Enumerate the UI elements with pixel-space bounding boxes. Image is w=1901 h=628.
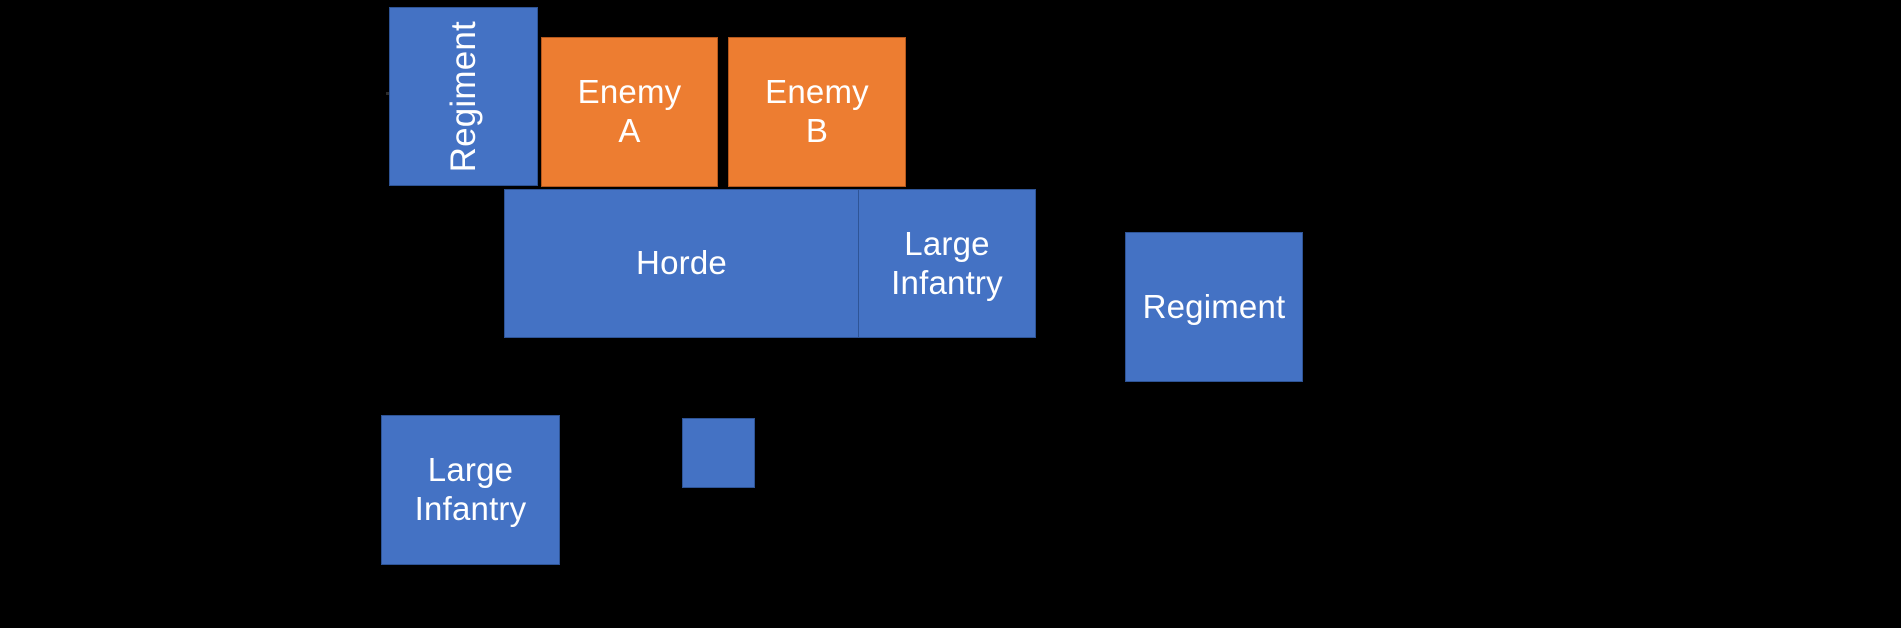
block-horde[interactable]: Horde [504, 189, 859, 338]
block-small-square-unlabeled[interactable] [682, 418, 755, 488]
block-regiment-vertical[interactable]: Regiment [389, 7, 538, 186]
block-large-infantry-bottom[interactable]: Large Infantry [381, 415, 560, 565]
block-label-regiment-vertical: Regiment [443, 20, 483, 173]
block-enemy-a[interactable]: Enemy A [541, 37, 718, 187]
block-regiment-right[interactable]: Regiment [1125, 232, 1303, 382]
speck-artifact [386, 92, 389, 95]
block-large-infantry-top[interactable]: Large Infantry [858, 189, 1036, 338]
block-enemy-b[interactable]: Enemy B [728, 37, 906, 187]
